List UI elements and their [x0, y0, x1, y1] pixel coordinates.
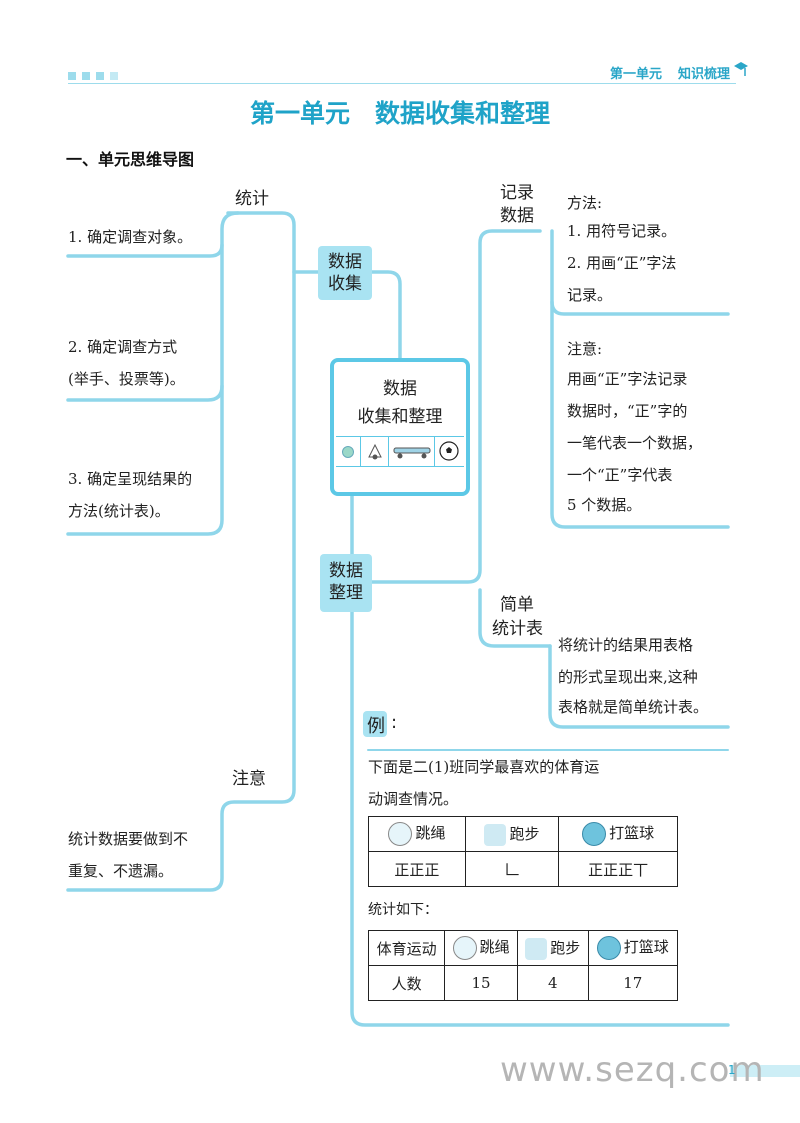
- tally-mark-jump: 正正正: [368, 851, 466, 887]
- example-badge: [363, 711, 387, 737]
- table-desc-line-3: 表格就是简单统计表。: [558, 698, 709, 716]
- header-square-3: [96, 72, 104, 80]
- organize-node-line2: 整理: [329, 583, 363, 603]
- method-line-4: 记录。: [567, 286, 613, 304]
- tally-header-basketball: 打篮球: [558, 816, 678, 852]
- center-cell-sep: [434, 436, 435, 466]
- skateboard-icon: [393, 447, 431, 459]
- left-item-2-line1: 2. 确定调查方式: [68, 338, 178, 356]
- header-square-4: [110, 72, 118, 80]
- table-label-line1: 简单: [500, 595, 534, 615]
- tally-header-run: 跑步: [464, 816, 560, 852]
- example-desc-line2: 动调查情况。: [368, 790, 459, 808]
- left-item-3-line1: 3. 确定呈现结果的: [68, 470, 193, 488]
- runner-icon: [484, 823, 507, 846]
- stats-header-basketball-text: 打篮球: [623, 938, 669, 956]
- table-label-line2: 统计表: [492, 619, 543, 639]
- collect-node-line1: 数据: [328, 252, 362, 272]
- stats-header-jump: 跳绳: [444, 930, 518, 966]
- stats-count-label: 人数: [367, 965, 446, 1001]
- attention-line-6: 5 个数据。: [567, 496, 642, 514]
- stats-table: 体育运动 跳绳 跑步 打篮球 人数 15 4 17: [367, 930, 679, 1001]
- header-unit-label: 第一单元: [610, 67, 663, 82]
- method-line-1: 方法:: [567, 194, 603, 212]
- stats-header-row: 体育运动 跳绳 跑步 打篮球: [367, 930, 679, 966]
- method-line-2: 1. 用符号记录。: [567, 222, 677, 240]
- left-item-2-line2: (举手、投票等)。: [68, 370, 185, 388]
- jump-rope-icon: [452, 936, 477, 960]
- page-number: 1: [728, 1063, 736, 1077]
- jump-rope-icon: [388, 822, 413, 846]
- attention-line-1: 注意:: [567, 340, 603, 358]
- summary-label: 统计如下：: [368, 902, 438, 918]
- tally-header-jump: 跳绳: [368, 816, 466, 852]
- center-divider: [336, 436, 464, 437]
- note-line1: 统计数据要做到不: [68, 830, 189, 848]
- organize-node-line1: 数据: [329, 561, 363, 581]
- note-line2: 重复、不遗漏。: [68, 862, 174, 880]
- header-square-1: [68, 72, 76, 80]
- basketball-icon: [596, 936, 621, 960]
- organize-node: 数据 整理: [320, 554, 372, 612]
- left-item-3-line2: 方法(统计表)。: [68, 502, 170, 520]
- shuttlecock-icon: [368, 443, 382, 460]
- graduation-cap-icon: [734, 62, 748, 76]
- stats-header-run: 跑步: [516, 930, 589, 966]
- center-title-line2: 收集和整理: [357, 407, 443, 427]
- attention-line-3: 数据时，“正”字的: [567, 402, 688, 420]
- header-section-label: 知识梳理: [678, 67, 731, 82]
- example-colon: :: [391, 712, 398, 733]
- header-rule: [68, 83, 736, 84]
- ball-icon: [342, 446, 354, 458]
- tally-header-jump-text: 跳绳: [415, 824, 446, 842]
- stats-header-jump-text: 跳绳: [479, 938, 510, 956]
- soccer-ball-icon: [439, 441, 459, 461]
- section-subtitle: 一、单元思维导图: [66, 150, 195, 169]
- example-label: 例: [367, 716, 385, 737]
- watermark: www.sezq.com: [500, 1050, 765, 1090]
- example-desc-line1: 下面是二(1)班同学最喜欢的体育运: [368, 758, 600, 776]
- attention-line-4: 一笔代表一个数据，: [567, 434, 703, 452]
- stats-header-basketball: 打篮球: [587, 930, 679, 966]
- stats-value-row: 人数 15 4 17: [367, 965, 679, 1001]
- tally-mark-basketball: 正正正丅: [558, 851, 678, 887]
- collect-node-line2: 收集: [328, 274, 362, 294]
- record-label-line1: 记录: [500, 183, 534, 203]
- note-label: 注意: [232, 769, 266, 789]
- tally-header-run-text: 跑步: [509, 824, 540, 843]
- tally-header-row: 跳绳 跑步 打篮球: [368, 816, 678, 852]
- stat-label: 统计: [235, 189, 269, 209]
- page-title: 第一单元 数据收集和整理: [249, 99, 550, 128]
- center-cell-sep: [388, 436, 389, 466]
- table-desc-line-1: 将统计的结果用表格: [558, 636, 694, 654]
- tally-mark-run: 𠃊: [464, 851, 560, 887]
- center-node: 数据 收集和整理: [330, 358, 470, 496]
- basketball-icon: [582, 822, 607, 846]
- stats-header-run-text: 跑步: [550, 938, 581, 957]
- stats-value-jump: 15: [444, 965, 518, 1001]
- stats-row-header: 体育运动: [367, 930, 446, 966]
- stats-value-basketball: 17: [587, 965, 679, 1001]
- footer-bar: [730, 1065, 800, 1077]
- tally-table: 跳绳 跑步 打篮球 正正正 𠃊 正正正丅: [368, 816, 678, 887]
- tally-header-basketball-text: 打篮球: [609, 824, 655, 842]
- stats-value-run: 4: [516, 965, 589, 1001]
- center-title-line1: 数据: [383, 379, 417, 399]
- collect-node: 数据 收集: [318, 246, 372, 300]
- tally-marks-row: 正正正 𠃊 正正正丅: [368, 851, 678, 887]
- table-desc-line-2: 的形式呈现出来,这种: [558, 668, 698, 686]
- header-square-2: [82, 72, 90, 80]
- method-line-3: 2. 用画“正”字法: [567, 254, 677, 272]
- center-cell-sep: [360, 436, 361, 466]
- runner-icon: [525, 937, 548, 960]
- attention-line-5: 一个“正”字代表: [567, 466, 673, 484]
- attention-line-2: 用画“正”字法记录: [567, 370, 688, 388]
- left-item-1: 1. 确定调查对象。: [68, 228, 193, 246]
- record-label-line2: 数据: [500, 206, 534, 226]
- center-divider-bottom: [336, 466, 464, 467]
